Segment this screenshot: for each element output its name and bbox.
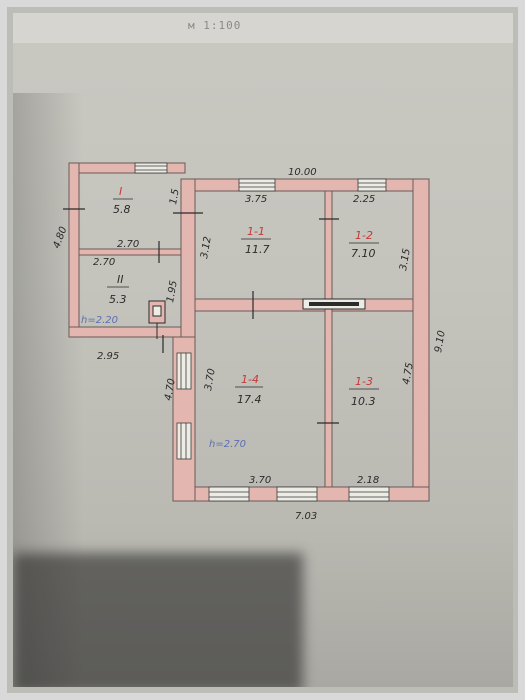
dim-bottom-mid: 3.70 — [249, 475, 271, 486]
svg-text:5.8: 5.8 — [113, 203, 131, 216]
wall-ext-left — [68, 162, 80, 338]
room-II-height: h=2.20 — [81, 315, 118, 326]
dim-ext-divider-left: 2.70 — [93, 257, 115, 268]
windows — [134, 162, 390, 502]
dim-bottom-right: 2.18 — [357, 475, 379, 486]
wall-main-top — [180, 178, 430, 192]
dim-left-wing-height: 4.70 — [163, 378, 178, 402]
room-1-4: 1-4 17.4 h=2.70 — [209, 373, 263, 450]
wall-mid-vertical — [324, 190, 333, 488]
chimney — [302, 298, 366, 310]
paper-header-strip — [13, 13, 513, 43]
svg-text:II: II — [117, 273, 124, 286]
dim-lower-left: 3.70 — [203, 368, 218, 392]
dim-ext-side-b: 1.95 — [165, 280, 180, 304]
floor-plan: 10.00 3.75 2.25 4.80 2.70 2.70 1.5 1.95 … — [51, 162, 448, 522]
room-labels: I 5.8 II 5.3 h=2.20 1-1 11.7 1-2 — [81, 185, 379, 450]
room-II: II 5.3 h=2.20 — [81, 273, 129, 326]
room-1-4-height: h=2.70 — [209, 439, 246, 450]
dim-right-overall: 9.10 — [433, 330, 448, 354]
svg-text:10.3: 10.3 — [351, 395, 376, 408]
dim-top-right: 2.25 — [353, 194, 375, 205]
window-bottom-mid — [276, 486, 318, 502]
room-I: I 5.8 — [113, 185, 133, 216]
stove — [148, 300, 166, 339]
svg-text:5.3: 5.3 — [109, 293, 127, 306]
dim-ext-width: 2.95 — [97, 351, 119, 362]
dim-top-mid: 3.75 — [245, 194, 267, 205]
window-main-top-right — [357, 178, 387, 192]
window-ext-top — [134, 162, 168, 174]
dim-inner-wall-right: 3.15 — [398, 248, 413, 272]
dim-bottom-overall: 7.03 — [295, 511, 317, 522]
wall-ext-bottom — [68, 326, 186, 338]
window-left-upper — [176, 352, 192, 390]
window-bottom-left — [208, 486, 250, 502]
doors — [63, 208, 339, 424]
svg-text:I: I — [119, 185, 122, 198]
room-1-2: 1-2 7.10 — [349, 229, 379, 260]
svg-text:7.10: 7.10 — [351, 247, 376, 260]
window-bottom-right — [348, 486, 390, 502]
svg-text:1-4: 1-4 — [241, 373, 259, 386]
svg-text:17.4: 17.4 — [237, 393, 262, 406]
dim-ext-divider: 2.70 — [117, 239, 139, 250]
shadow-bottom — [13, 553, 303, 687]
dim-ext-height: 4.80 — [51, 225, 69, 250]
wall-ext-top — [68, 162, 186, 174]
window-left-lower — [176, 422, 192, 460]
svg-text:11.7: 11.7 — [245, 243, 270, 256]
scale-label: м 1:100 — [188, 19, 242, 32]
window-main-top-left — [238, 178, 276, 192]
dim-lower-right: 4.75 — [401, 362, 416, 386]
dimension-labels: 10.00 3.75 2.25 4.80 2.70 2.70 1.5 1.95 … — [51, 167, 447, 522]
room-1-3: 1-3 10.3 — [349, 375, 379, 408]
wall-main-left-upper — [180, 178, 196, 340]
wall-main-right — [412, 178, 430, 502]
svg-text:1-3: 1-3 — [355, 375, 373, 388]
room-1-1: 1-1 11.7 — [241, 225, 271, 256]
svg-text:1-2: 1-2 — [355, 229, 373, 242]
dim-inner-mid-left: 3.12 — [199, 236, 214, 260]
dim-top-overall: 10.00 — [288, 167, 317, 178]
dim-ext-side-a: 1.5 — [168, 188, 182, 206]
svg-text:1-1: 1-1 — [247, 225, 265, 238]
floor-plan-photo: м 1:100 — [13, 13, 513, 687]
